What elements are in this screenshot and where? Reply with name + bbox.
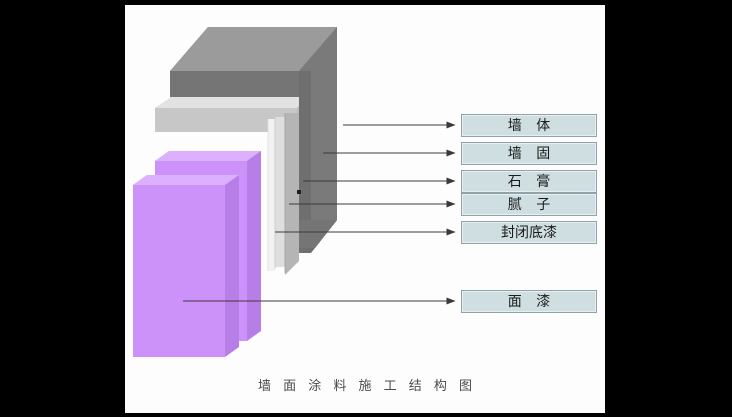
label-box-putty[interactable]: 腻 子: [461, 193, 597, 216]
diagram-caption: 墙 面 涂 料 施 工 结 构 图: [257, 379, 477, 394]
layer-marker-dot: [297, 190, 301, 194]
label-text-gypsum: 石 膏: [507, 173, 556, 190]
diagram-canvas: 墙 体 墙 固 石 膏 腻 子 封闭底漆 面 漆 墙 面 涂 料 施 工 结 构…: [125, 5, 605, 413]
label-text-wall-body: 墙 体: [507, 117, 556, 134]
label-text-sealing-primer: 封闭底漆: [501, 224, 557, 241]
label-box-wall-sealer[interactable]: 墙 固: [461, 142, 597, 165]
letterbox-bar-right: [605, 0, 732, 417]
label-box-wall-body[interactable]: 墙 体: [461, 114, 597, 137]
letterbox-bar-left: [0, 0, 125, 417]
label-text-putty: 腻 子: [507, 196, 556, 213]
label-box-topcoat[interactable]: 面 漆: [461, 290, 597, 313]
isometric-wall-structure: [133, 27, 456, 357]
label-text-topcoat: 面 漆: [507, 293, 556, 310]
label-box-gypsum[interactable]: 石 膏: [461, 170, 597, 193]
layer-slab-purple-front: [133, 175, 239, 357]
callout-arrows: [183, 121, 456, 305]
wall-thin-coating-layers: [267, 113, 299, 275]
layer-slab-dark-gray: [170, 27, 337, 97]
label-box-sealing-primer[interactable]: 封闭底漆: [461, 221, 597, 244]
label-text-wall-sealer: 墙 固: [507, 145, 556, 162]
